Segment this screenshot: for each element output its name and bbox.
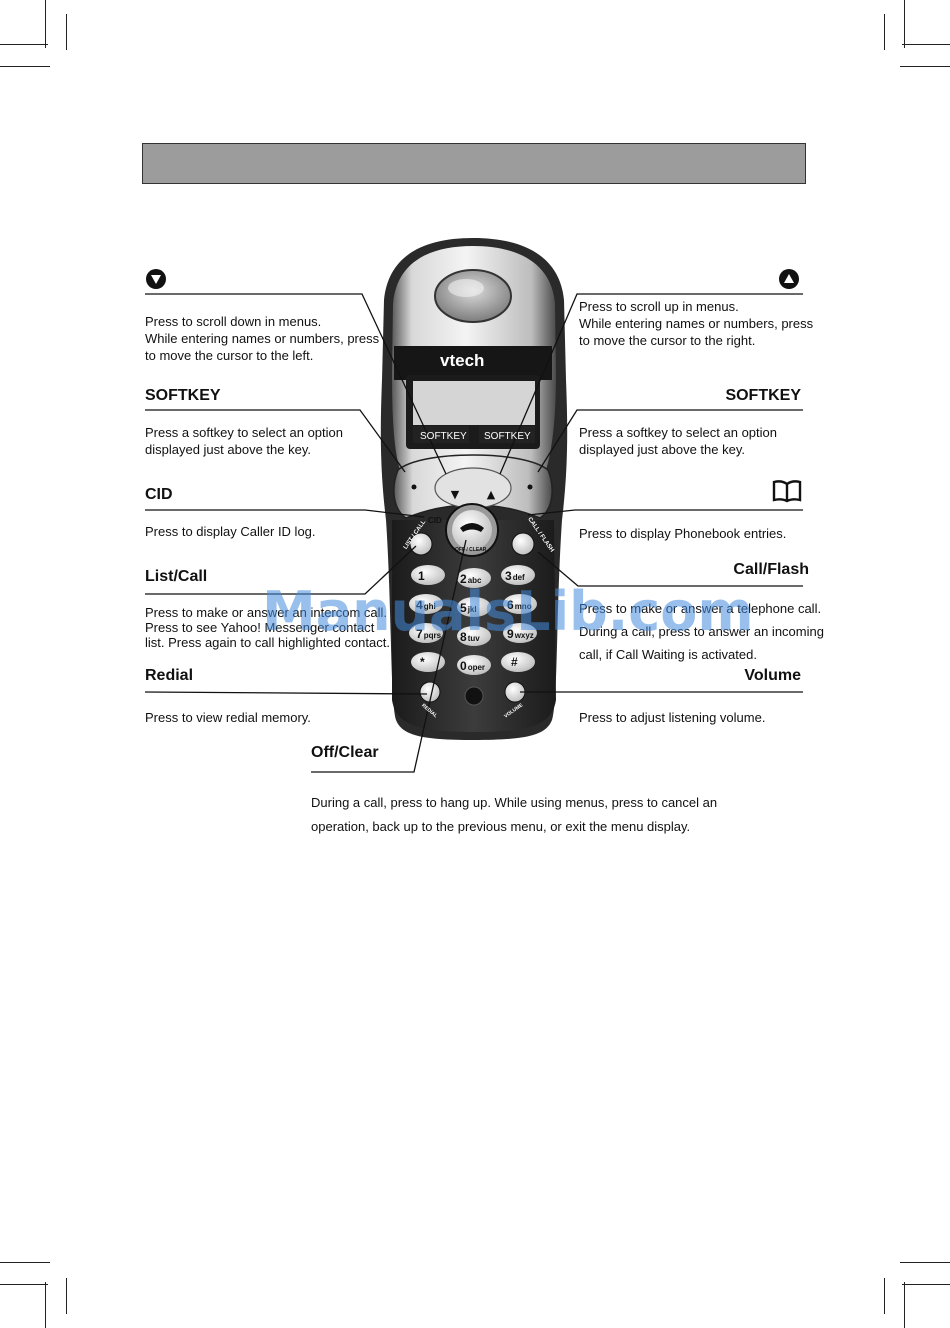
keypad-key-7: 7pqrs [416,627,442,641]
softkey-right-description: Press a softkey to select an option disp… [579,425,777,457]
leader-lines [144,293,803,773]
crop-mark [900,66,950,67]
crop-mark [0,44,48,45]
softkey-left-label: SOFTKEY [420,431,467,442]
crop-mark [904,1282,905,1328]
scroll-down-description: Press to scroll down in menus. While ent… [145,314,380,363]
softkey-right-title: SOFTKEY [725,387,801,404]
cid-key-label: CID [428,516,442,525]
softkey-left-title: SOFTKEY [145,387,221,404]
list-call-key [409,532,433,556]
keypad-key-1: 1 [418,569,425,583]
call-flash-title: Call/Flash [733,561,809,578]
keypad-key-2: 2abc [460,572,482,586]
keypad-key-12: # [511,655,518,669]
crop-mark [45,0,46,48]
lcd-screen [413,381,535,425]
crop-mark [0,1262,50,1263]
crop-mark [904,0,905,48]
keypad-key-10: * [420,655,425,669]
crop-mark [900,1262,950,1263]
keypad-key-3: 3def [505,569,525,583]
svg-text:▲: ▲ [487,488,496,501]
scroll-up-description: Press to scroll up in menus. While enter… [579,299,814,348]
section-header-banner [142,143,806,184]
up-arrow-icon [779,269,799,289]
call-flash-key [511,532,535,556]
crop-mark [66,14,67,50]
crop-mark [902,1284,950,1285]
volume-title: Volume [744,667,801,684]
softkey-left-description: Press a softkey to select an option disp… [145,425,343,457]
keypad-key-5: 5jkl [460,601,477,615]
crop-mark [45,1282,46,1328]
keypad-key-11: 0oper [460,659,486,673]
phonebook-description: Press to display Phonebook entries. [579,526,787,541]
cid-title: CID [145,486,173,503]
volume-description: Press to adjust listening volume. [579,710,766,725]
crop-mark [0,66,50,67]
brand-logo: vtech [440,351,485,370]
crop-mark [884,1278,885,1314]
softkey-right-label: SOFTKEY [484,431,531,442]
crop-mark [902,44,950,45]
list-call-title: List/Call [145,568,208,585]
down-arrow-icon [146,269,166,289]
crop-mark [66,1278,67,1314]
svg-text:▼: ▼ [451,488,460,501]
keypad-key-8: 8tuv [460,630,480,644]
redial-description: Press to view redial memory. [145,710,311,725]
list-call-description: Press to make or answer an intercom call… [145,605,390,650]
call-flash-description: Press to make or answer a telephone call… [579,601,824,662]
off-clear-title: Off/Clear [311,744,379,761]
off-clear-description: During a call, press to hang up. While u… [311,795,718,834]
phonebook-icon [772,480,802,503]
crop-mark [0,1284,48,1285]
keypad-key-4: 4ghi [416,598,436,612]
microphone [464,686,484,706]
keypad-key-6: 6mno [507,598,532,612]
cid-description: Press to display Caller ID log. [145,524,316,539]
keypad-key-9: 9wxyz [507,627,534,641]
redial-title: Redial [145,667,194,684]
crop-mark [884,14,885,50]
off-clear-key-label: OFF / CLEAR [455,547,487,553]
keypad [409,565,537,675]
